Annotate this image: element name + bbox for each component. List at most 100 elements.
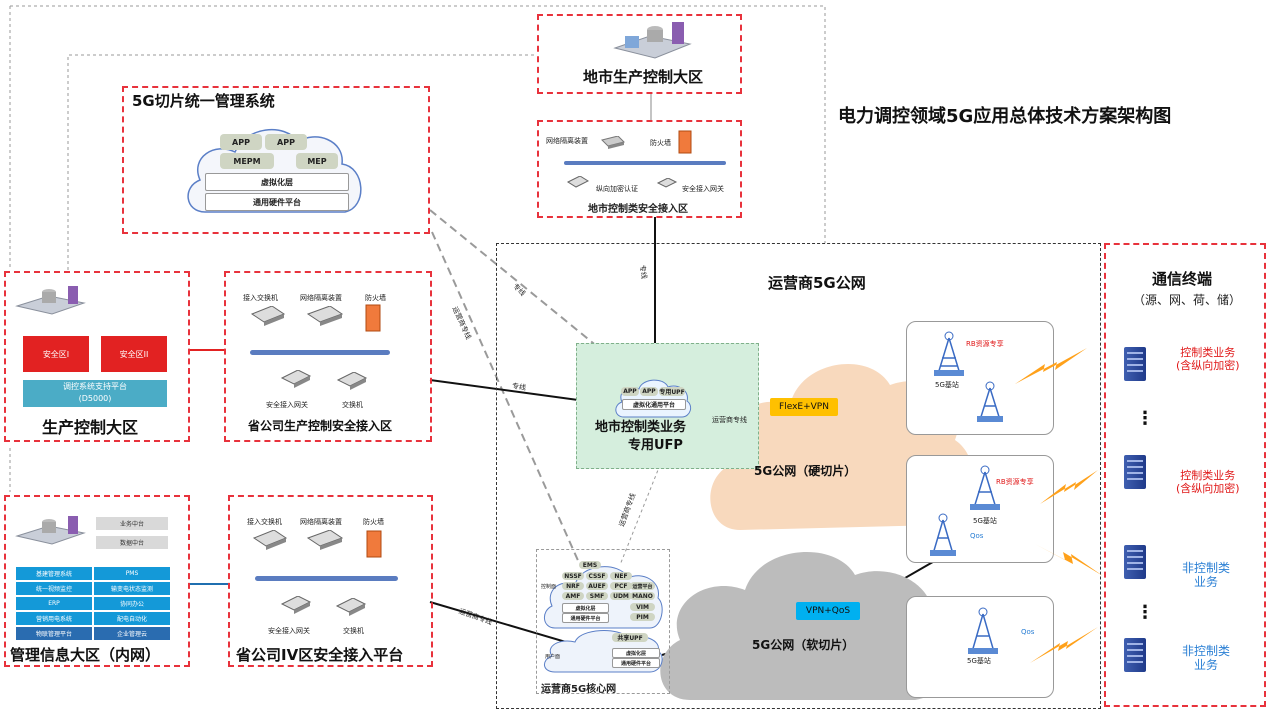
base-station-label: 5G基站	[967, 657, 991, 665]
core-orch: 运营平台	[630, 582, 655, 590]
ufp-app1: APP	[621, 387, 639, 396]
core-hw: 通用硬件平台	[562, 613, 609, 623]
mgmt-system-item: 物联管理平台	[15, 626, 93, 641]
core-virt: 虚拟化层	[562, 603, 609, 613]
core-shared-upf: 共享UPF	[612, 633, 648, 642]
ufp-upf: 专用UPF	[659, 387, 685, 396]
slice-mgmt-cloud	[187, 128, 362, 213]
prod-zone-title: 生产控制大区	[42, 418, 139, 437]
prov-iv-access-box	[228, 495, 433, 667]
core-user-plane-label: 用户面	[545, 654, 561, 660]
base-station-box-3	[906, 596, 1054, 698]
soft-slice-label: 5G公网（软切片）	[752, 638, 855, 652]
wireless-signal-icon	[1030, 627, 1098, 663]
core-network-title: 运营商5G核心网	[541, 684, 617, 695]
prov-prod-gateway-label: 安全接入网关	[266, 401, 308, 409]
slice-mgmt-virt-layer: 虚拟化层	[205, 173, 349, 191]
mgmt-system-item: 基建管理系统	[15, 566, 93, 581]
antenna-tower-icon	[977, 381, 1003, 422]
core-ems: EMS	[579, 561, 601, 569]
prov-iv-switch-access-label: 接入交换机	[247, 518, 282, 526]
isolation-device-icon	[306, 530, 344, 550]
mgmt-system-item: 统一视频监控	[15, 581, 93, 596]
terminal-device-icon	[1124, 638, 1146, 672]
core-pim: PIM	[630, 613, 655, 621]
prov-iv-firewall-label: 防火墙	[363, 518, 384, 526]
mgmt-system-item: PMS	[93, 566, 171, 581]
antenna-tower-icon	[930, 513, 956, 556]
prov-prod-bus	[250, 350, 390, 355]
security-zone-1: 安全区I	[23, 336, 89, 372]
firewall-icon	[678, 130, 692, 154]
biz-center: 业务中台	[96, 517, 168, 530]
ufp-cloud	[615, 379, 692, 418]
rb-resource-label: RB资源专享	[996, 478, 1034, 486]
link-label-operator-dedicated: 运营商专线	[712, 416, 747, 424]
terminal-device-icon	[1124, 455, 1146, 489]
operator-network-box	[496, 243, 1101, 709]
gateway-device-icon	[280, 370, 312, 388]
mgmt-systems-grid: 基建管理系统 PMS 统一视频监控 输变电状态监测 ERP 协同办公 营销用电系…	[15, 566, 171, 642]
slice-mgmt-title: 5G切片统一管理系统	[132, 92, 275, 110]
base-station-label: 5G基站	[973, 517, 997, 525]
prov-prod-access-box	[224, 271, 432, 442]
switch-icon	[250, 306, 286, 326]
encrypt-device-icon	[566, 176, 590, 188]
slice-mgmt-mepm: MEPM	[220, 153, 274, 169]
vpn-qos-tag: VPN+QoS	[796, 602, 860, 620]
core-nef: NEF	[610, 572, 632, 580]
terminal-label-line1: 控制类业务	[1180, 346, 1236, 359]
terminal-label-line1: 非控制类	[1182, 561, 1231, 575]
prov-iv-isolation-label: 网络隔离装置	[300, 518, 342, 526]
core-auef: AUEF	[586, 582, 608, 590]
terminal-ellipsis: ⋮	[1136, 602, 1154, 623]
core-virt2: 虚拟化层	[612, 648, 660, 658]
server-rack-icon	[15, 516, 86, 545]
core-amf: AMF	[562, 592, 584, 600]
prod-zone-box	[4, 271, 190, 442]
prov-prod-firewall-label: 防火墙	[365, 294, 386, 302]
terminal-device-icon	[1124, 545, 1146, 579]
core-udm: UDM	[610, 592, 632, 600]
base-station-label: 5G基站	[935, 381, 959, 389]
antenna-tower-icon	[970, 465, 1000, 510]
terminals-subtitle: （源、网、荷、储）	[1133, 293, 1242, 307]
terminal-label: 非控制类 业务	[1182, 644, 1230, 672]
server-rack-icon	[613, 22, 692, 59]
mgmt-system-item: 营销用电系统	[15, 611, 93, 626]
operator-network-title: 运营商5G公网	[768, 274, 866, 292]
switch-icon	[252, 530, 288, 550]
slice-mgmt-app2: APP	[265, 134, 307, 150]
mgmt-zone-title: 管理信息大区（内网）	[10, 646, 161, 664]
terminal-device-icon	[1124, 347, 1146, 381]
mgmt-system-item: 配电自动化	[93, 611, 171, 626]
prov-iv-gateway-label: 安全接入网关	[268, 627, 310, 635]
server-rack-icon	[15, 286, 86, 315]
city-access-bus	[564, 161, 726, 165]
ufp-title-line2: 专用UFP	[628, 438, 683, 453]
slice-mgmt-box	[122, 86, 430, 234]
city-access-gateway-label: 安全接入网关	[682, 185, 724, 193]
terminal-label: 控制类业务 (含纵向加密)	[1176, 469, 1240, 495]
prov-prod-switch-label: 交换机	[342, 401, 363, 409]
diagram-title: 电力调控领域5G应用总体技术方案架构图	[838, 106, 1172, 127]
security-zone-2: 安全区II	[101, 336, 167, 372]
terminal-label-line1: 非控制类	[1182, 644, 1231, 658]
switch-icon	[336, 372, 368, 390]
core-pcf: PCF	[610, 582, 632, 590]
dispatch-platform: 调控系统支持平台 (D5000)	[23, 380, 167, 407]
soft-slice-cloud	[660, 552, 948, 700]
prov-iv-bus	[255, 576, 398, 581]
hard-slice-label: 5G公网（硬切片）	[754, 464, 857, 478]
flexe-vpn-tag: FlexE+VPN	[770, 398, 838, 416]
link-label-dedicated: 专线	[511, 382, 527, 392]
terminals-box	[1104, 243, 1266, 707]
terminal-label-line1: 控制类业务	[1180, 469, 1236, 482]
wireless-signal-icon	[1035, 544, 1103, 576]
mgmt-zone-box	[4, 495, 190, 667]
switch-icon	[335, 598, 367, 616]
firewall-icon	[366, 530, 382, 558]
mgmt-system-item: 输变电状态监测	[93, 581, 171, 596]
core-cssf: CSSF	[586, 572, 608, 580]
city-access-title: 地市控制类安全接入区	[588, 204, 688, 215]
